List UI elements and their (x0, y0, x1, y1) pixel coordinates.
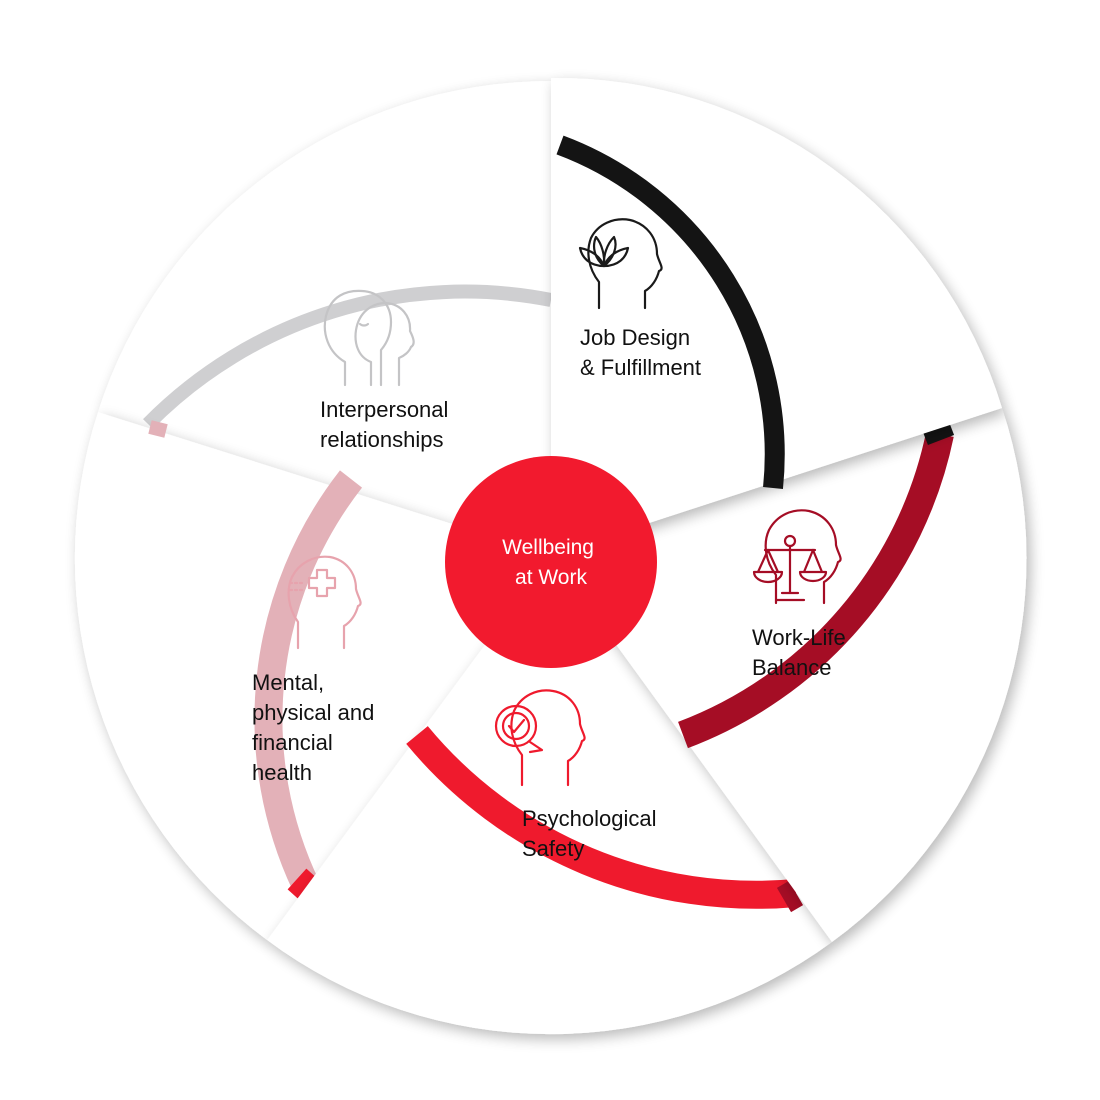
segment-health-label-line3: financial (252, 730, 333, 755)
center-hub: Wellbeing at Work (445, 456, 657, 668)
segment-relationships-arc (143, 284, 553, 429)
segment-health-label-line1: Mental, (252, 670, 324, 695)
segment-health: Mental, physical and financial health (74, 412, 552, 940)
medical-cross-head-icon (287, 555, 362, 650)
segment-psych-safety-petal (267, 555, 832, 1035)
segment-work-life: Work-Life Balance (551, 408, 1027, 942)
center-label-line1: Wellbeing (502, 536, 594, 559)
segment-health-arc-tip (148, 420, 168, 438)
segment-psych-safety-label-line2: Safety (522, 836, 584, 861)
segment-health-label-line4: health (252, 760, 312, 785)
segment-relationships-label-line2: relationships (320, 427, 444, 452)
segment-job-design-arc (556, 135, 785, 490)
center-label: Wellbeing at Work (502, 536, 600, 589)
segment-health-arc-accent (287, 868, 317, 899)
segment-job-design-label-line1: Job Design (580, 325, 690, 350)
segment-work-life-label-line2: Balance (752, 655, 832, 680)
scales-head-icon (752, 509, 842, 605)
segment-health-petal (74, 412, 552, 940)
segment-job-design-label: Job Design & Fulfillment (580, 325, 701, 380)
segment-relationships-label: Interpersonal relationships (320, 397, 455, 452)
segment-work-life-arc (678, 431, 954, 749)
segment-relationships: Interpersonal relationships (98, 80, 553, 555)
segment-work-life-label: Work-Life Balance (752, 625, 852, 680)
checkmark-head-icon (494, 689, 586, 787)
segment-health-label-line2: physical and (252, 700, 374, 725)
segment-psych-safety-label-line1: Psychological (522, 806, 657, 831)
segment-psych-safety-arc (406, 726, 798, 909)
center-circle (445, 456, 657, 668)
segment-job-design: Job Design & Fulfillment (551, 77, 1002, 556)
segment-psych-safety-label: Psychological Safety (522, 806, 663, 861)
segment-health-label: Mental, physical and financial health (252, 670, 380, 785)
segment-psych-safety: Psychological Safety (267, 555, 832, 1035)
segment-health-arc (254, 470, 363, 895)
lotus-head-icon (578, 218, 663, 310)
segment-job-design-label-line2: & Fulfillment (580, 355, 701, 380)
center-label-line2: at Work (515, 566, 587, 589)
segment-work-life-label-line1: Work-Life (752, 625, 846, 650)
two-heads-icon (323, 289, 415, 387)
segment-relationships-label-line1: Interpersonal (320, 397, 448, 422)
segment-psych-safety-arc-accent (776, 880, 804, 913)
